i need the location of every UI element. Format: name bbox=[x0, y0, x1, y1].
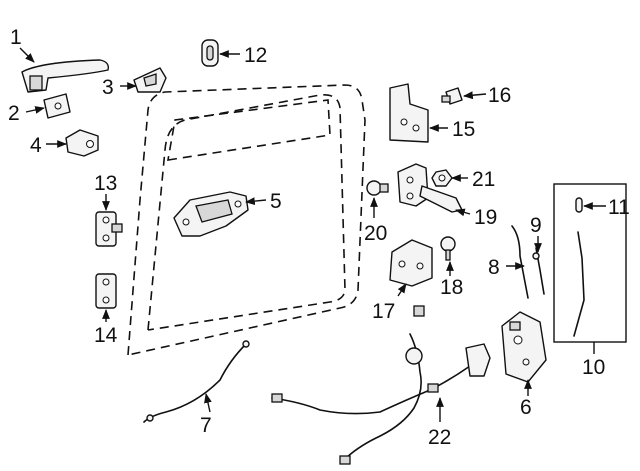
outside-handle-part bbox=[21, 59, 110, 93]
actuator-screw-part bbox=[440, 236, 456, 261]
plug-part bbox=[201, 39, 219, 67]
door-outline bbox=[127, 84, 366, 356]
nut-part bbox=[431, 169, 453, 187]
check-bolt-part bbox=[366, 180, 389, 196]
callout-12: 12 bbox=[244, 44, 267, 67]
lock-actuator-part bbox=[389, 239, 433, 287]
callout-4: 4 bbox=[30, 134, 42, 157]
handle-cap-part bbox=[43, 93, 71, 119]
callout-20: 20 bbox=[364, 222, 387, 245]
hinge-bracket-part bbox=[389, 83, 429, 143]
callout-6: 6 bbox=[520, 396, 532, 419]
rod-clip-part bbox=[532, 247, 545, 295]
callout-14: 14 bbox=[94, 324, 118, 347]
rod-part bbox=[511, 225, 529, 299]
bolt-part bbox=[441, 87, 463, 105]
lock-cylinder-part bbox=[65, 129, 99, 157]
callout-3: 3 bbox=[102, 76, 114, 99]
rod-kit-box bbox=[553, 183, 627, 343]
cable-part bbox=[143, 340, 250, 423]
leader-lines bbox=[19, 47, 606, 422]
callout-2: 2 bbox=[8, 102, 20, 125]
striker-part bbox=[95, 211, 123, 247]
callout-19: 19 bbox=[474, 206, 497, 229]
callout-10: 10 bbox=[582, 356, 605, 379]
callout-18: 18 bbox=[440, 276, 463, 299]
callout-17: 17 bbox=[372, 300, 395, 323]
callout-5: 5 bbox=[270, 190, 282, 213]
callout-11: 11 bbox=[608, 196, 630, 219]
callout-7: 7 bbox=[200, 414, 212, 437]
callout-8: 8 bbox=[488, 256, 500, 279]
door-check-part bbox=[397, 163, 463, 213]
wiring-harness-part bbox=[271, 305, 491, 465]
callout-9: 9 bbox=[530, 214, 542, 237]
callout-22: 22 bbox=[428, 426, 451, 449]
callout-15: 15 bbox=[452, 118, 475, 141]
inside-handle-part bbox=[173, 191, 249, 237]
callout-1: 1 bbox=[10, 26, 22, 49]
callout-labels: 1 2 3 4 5 6 7 8 9 10 11 12 13 14 15 16 1… bbox=[8, 26, 630, 449]
striker-plate-part bbox=[95, 273, 117, 309]
callout-13: 13 bbox=[94, 172, 117, 195]
handle-bracket-part bbox=[133, 67, 167, 93]
callout-21: 21 bbox=[472, 168, 495, 191]
callout-16: 16 bbox=[488, 84, 511, 107]
latch-part bbox=[501, 311, 547, 383]
